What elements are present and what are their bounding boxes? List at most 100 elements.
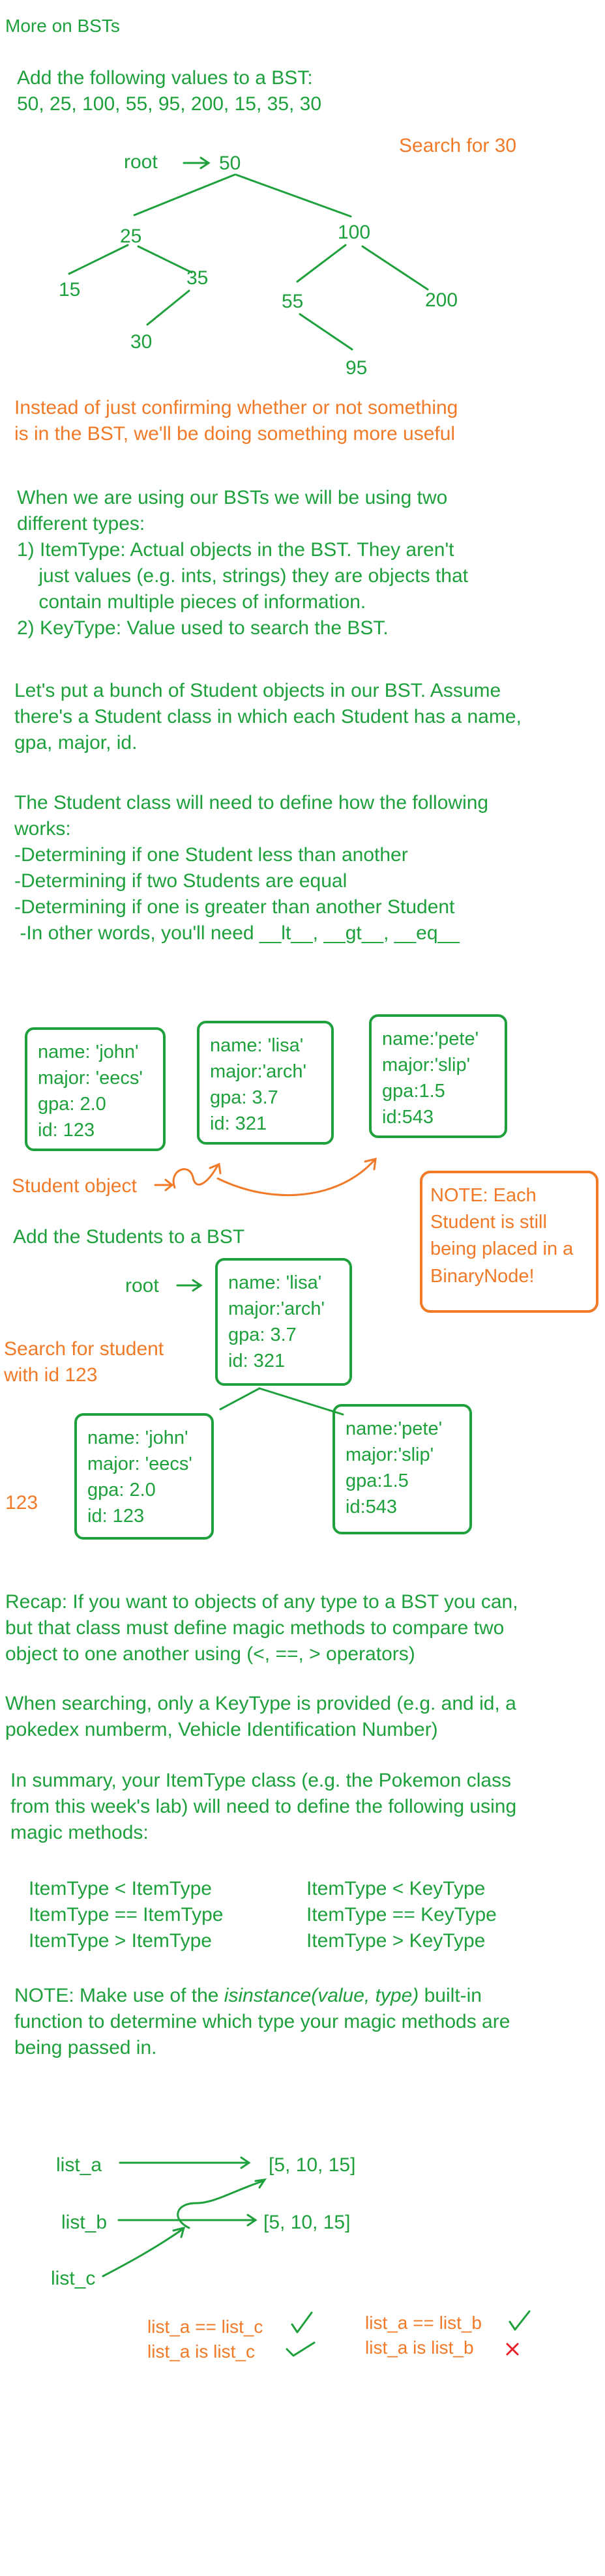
searching-line: pokedex numberm, Vehicle Identification … xyxy=(5,1719,438,1740)
bst-node: 30 xyxy=(130,331,153,353)
orange-intro-1: Instead of just confirming whether or no… xyxy=(14,397,458,418)
searching-line: When searching, only a KeyType is provid… xyxy=(5,1693,516,1714)
card-field: name:'pete' xyxy=(382,1029,479,1049)
comparison-item: ItemType > KeyType xyxy=(306,1930,486,1952)
student-node-lisa: name: 'lisa' major:'arch' gpa: 3.7 id: 3… xyxy=(215,1258,352,1386)
define-line: works: xyxy=(14,818,71,840)
final-note-line-2: function to determine which type your ma… xyxy=(14,2011,510,2032)
edge-50-100 xyxy=(235,173,352,218)
list-value-bottom: [5, 10, 15] xyxy=(263,2212,351,2233)
bst-node: 55 xyxy=(282,291,304,312)
bst-edges xyxy=(68,156,429,351)
student-card-john: name: 'john' major: 'eecs' gpa: 2.0 id: … xyxy=(25,1027,166,1151)
student-object-label: Student object xyxy=(12,1175,137,1197)
summary-line: In summary, your ItemType class (e.g. th… xyxy=(10,1770,512,1791)
edge-50-25 xyxy=(133,173,236,216)
check-icon xyxy=(286,2341,316,2357)
eq-c-text: list_a == list_c xyxy=(147,2317,263,2337)
list-b-label: list_b xyxy=(61,2212,108,2233)
card-field: id: 321 xyxy=(228,1351,286,1372)
card-field: gpa:1.5 xyxy=(382,1081,445,1102)
recap-line: but that class must define magic methods… xyxy=(5,1617,505,1639)
card-field: id: 123 xyxy=(38,1120,95,1141)
define-line: The Student class will need to define ho… xyxy=(14,792,489,813)
search-result: 123 xyxy=(5,1492,38,1514)
edge-25-15 xyxy=(68,244,129,275)
card-field: id:543 xyxy=(346,1497,398,1518)
card-field: name:'pete' xyxy=(346,1418,443,1439)
card-field: id: 321 xyxy=(210,1113,267,1135)
summary-line: from this week's lab) will need to defin… xyxy=(10,1796,517,1817)
define-line: -Determining if one is greater than anot… xyxy=(14,896,455,918)
types-line: When we are using our BSTs we will be us… xyxy=(17,487,448,508)
card-field: gpa: 2.0 xyxy=(87,1480,156,1501)
card-field: gpa: 3.7 xyxy=(228,1325,297,1346)
check-icon xyxy=(291,2311,313,2334)
page-title: More on BSTs xyxy=(5,16,120,36)
root-arrow-head xyxy=(199,156,211,169)
add-students-title: Add the Students to a BST xyxy=(13,1226,245,1248)
students-intro-line: gpa, major, id. xyxy=(14,732,138,754)
intro-line-1: Add the following values to a BST: xyxy=(17,67,313,89)
card-field: major:'slip' xyxy=(346,1444,434,1466)
define-line: -Determining if two Students are equal xyxy=(14,870,347,892)
student-node-john: name: 'john' major: 'eecs' gpa: 2.0 id: … xyxy=(74,1413,214,1540)
arrow-to-lisa xyxy=(172,1164,219,1189)
arrow-c xyxy=(102,2228,184,2277)
card-field: gpa: 2.0 xyxy=(38,1094,106,1115)
edge-lisa-john xyxy=(219,1387,261,1411)
orange-intro-2: is in the BST, we'll be doing something … xyxy=(14,423,456,445)
bst-node: 200 xyxy=(425,289,458,311)
define-line: -In other words, you'll need __lt__, __g… xyxy=(14,922,460,944)
comparison-item: ItemType == KeyType xyxy=(306,1904,497,1925)
search-student-label: Search for student xyxy=(4,1338,164,1360)
define-line: -Determining if one Student less than an… xyxy=(14,844,408,866)
list-a-label: list_a xyxy=(56,2154,102,2176)
arrow-to-lisa-head xyxy=(209,1162,222,1175)
arrow-to-john-head xyxy=(164,1178,174,1192)
search-student-label: with id 123 xyxy=(4,1364,98,1386)
types-line: 1) ItemType: Actual objects in the BST. … xyxy=(17,539,454,561)
types-line: different types: xyxy=(17,513,145,534)
edge-100-200 xyxy=(361,245,429,291)
card-field: gpa:1.5 xyxy=(346,1471,409,1492)
card-field: major: 'eecs' xyxy=(38,1068,143,1089)
note-text: NOTE: Each Student is still being placed… xyxy=(430,1185,574,1287)
root-label: root xyxy=(125,1275,159,1296)
bst-node: 25 xyxy=(120,226,142,247)
comparison-item: ItemType == ItemType xyxy=(29,1904,224,1925)
is-c-text: list_a is list_c xyxy=(147,2341,255,2362)
final-note-after: built-in xyxy=(419,1985,482,2006)
students-intro-line: Let's put a bunch of Student objects in … xyxy=(14,680,501,701)
card-field: name: 'lisa' xyxy=(210,1035,304,1056)
student-card-pete: name:'pete' major:'slip' gpa:1.5 id:543 xyxy=(369,1014,507,1138)
types-line: 2) KeyType: Value used to search the BST… xyxy=(17,617,389,639)
bst-node: 35 xyxy=(186,267,209,289)
arrow-to-pete-head xyxy=(364,1158,377,1171)
cross-icon xyxy=(506,2343,519,2356)
final-note-before: NOTE: Make use of the xyxy=(14,1985,224,2006)
edge-25-35 xyxy=(137,245,193,274)
arrow-to-pete xyxy=(216,1159,376,1197)
card-field: name: 'lisa' xyxy=(228,1272,322,1293)
bst-node: 15 xyxy=(59,279,81,300)
card-field: major:'arch' xyxy=(210,1061,307,1083)
final-note-italic: isinstance(value, type) xyxy=(224,1985,419,2006)
list-c-label: list_c xyxy=(51,2268,96,2289)
card-field: major: 'eecs' xyxy=(87,1454,192,1475)
bst-node: 100 xyxy=(338,222,371,243)
recap-line: Recap: If you want to objects of any typ… xyxy=(5,1591,518,1613)
student-card-lisa: name: 'lisa' major:'arch' gpa: 3.7 id: 3… xyxy=(197,1021,334,1145)
is-b-text: list_a is list_b xyxy=(365,2337,474,2358)
edge-55-95 xyxy=(299,313,353,351)
final-note-line-3: being passed in. xyxy=(14,2037,157,2058)
student-node-pete: name:'pete' major:'slip' gpa:1.5 id:543 xyxy=(332,1404,472,1534)
bst-node: 50 xyxy=(219,153,241,174)
search-note: Search for 30 xyxy=(399,135,517,156)
binary-node-note: NOTE: Each Student is still being placed… xyxy=(420,1171,598,1313)
card-field: gpa: 3.7 xyxy=(210,1087,278,1109)
card-field: name: 'john' xyxy=(87,1427,188,1448)
card-field: id: 123 xyxy=(87,1506,145,1527)
card-field: major:'arch' xyxy=(228,1298,325,1320)
edge-100-55 xyxy=(296,244,347,283)
